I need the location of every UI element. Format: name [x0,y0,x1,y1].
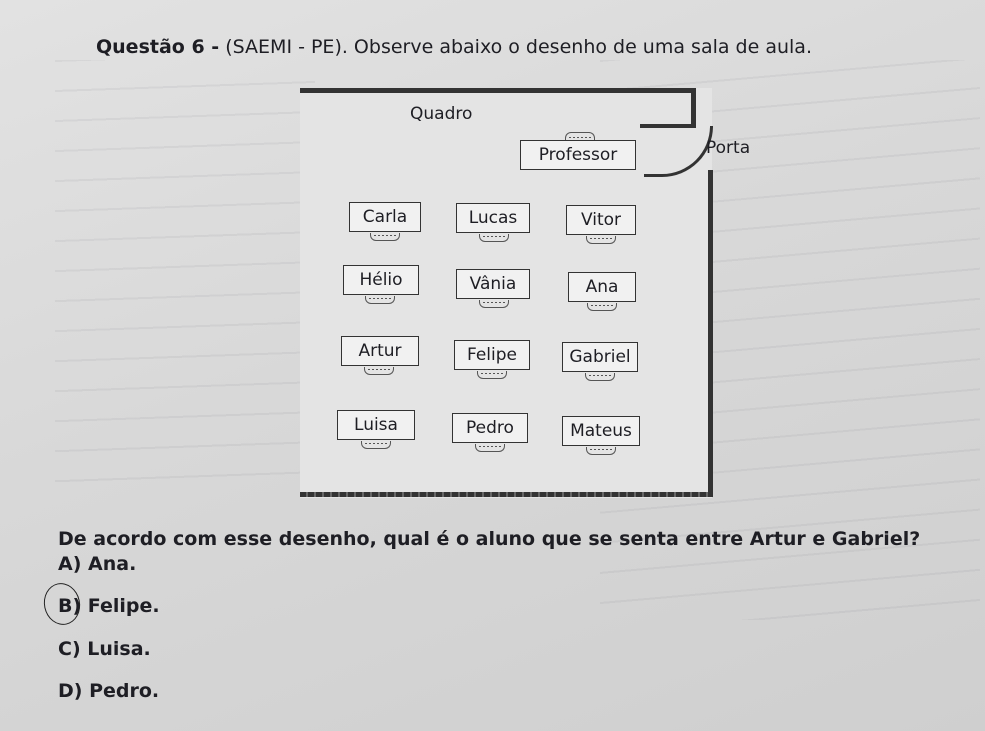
desk-carla: Carla [349,202,421,232]
chair-helio [365,296,395,304]
option-c-text: Luisa. [87,638,151,660]
question-number: Questão 6 - [96,36,220,58]
desk-ana: Ana [568,272,636,302]
question-text: De acordo com esse desenho, qual é o alu… [58,528,921,550]
chair-gabriel [585,373,615,381]
chair-luisa [361,441,391,449]
room-wall-top [300,88,696,93]
desk-vitor: Vitor [566,205,636,235]
option-c-letter: C) [58,638,81,660]
option-d-text: Pedro. [89,680,160,702]
background-ghost-text-left [55,60,315,490]
door-label: Porta [706,138,751,158]
desk-pedro: Pedro [452,413,528,443]
option-c[interactable]: C) Luisa. [58,638,151,660]
option-b-letter: B) [58,595,82,617]
room-wall-right [708,170,713,496]
desk-helio: Hélio [343,265,419,295]
desk-lucas: Lucas [456,203,530,233]
chair-felipe [477,371,507,379]
option-a-letter: A) [58,553,82,575]
desk-luisa: Luisa [337,410,415,440]
desk-gabriel: Gabriel [562,342,638,372]
chair-vania [479,300,509,308]
chair-ana [587,303,617,311]
option-d-letter: D) [58,680,83,702]
chair-pedro [475,444,505,452]
option-a-text: Ana. [88,553,137,575]
option-b[interactable]: B) Felipe. [58,595,160,617]
chair-carla [370,233,400,241]
option-a[interactable]: A) Ana. [58,553,136,575]
question-title: Questão 6 - (SAEMI - PE). Observe abaixo… [96,36,812,58]
room-wall-right-top [691,88,696,128]
desk-vania: Vânia [456,269,530,299]
desk-artur: Artur [341,336,419,366]
desk-mateus: Mateus [562,416,640,446]
teacher-desk: Professor [520,140,636,170]
room-wall-bottom [300,492,713,497]
chair-mateus [586,447,616,455]
board-label: Quadro [410,104,473,124]
desk-felipe: Felipe [454,340,530,370]
option-d[interactable]: D) Pedro. [58,680,159,702]
teacher-chair [565,132,595,140]
chair-vitor [586,236,616,244]
option-b-text: Felipe. [87,595,160,617]
chair-lucas [479,234,509,242]
chair-artur [364,367,394,375]
question-source: (SAEMI - PE). Observe abaixo o desenho d… [225,36,812,58]
